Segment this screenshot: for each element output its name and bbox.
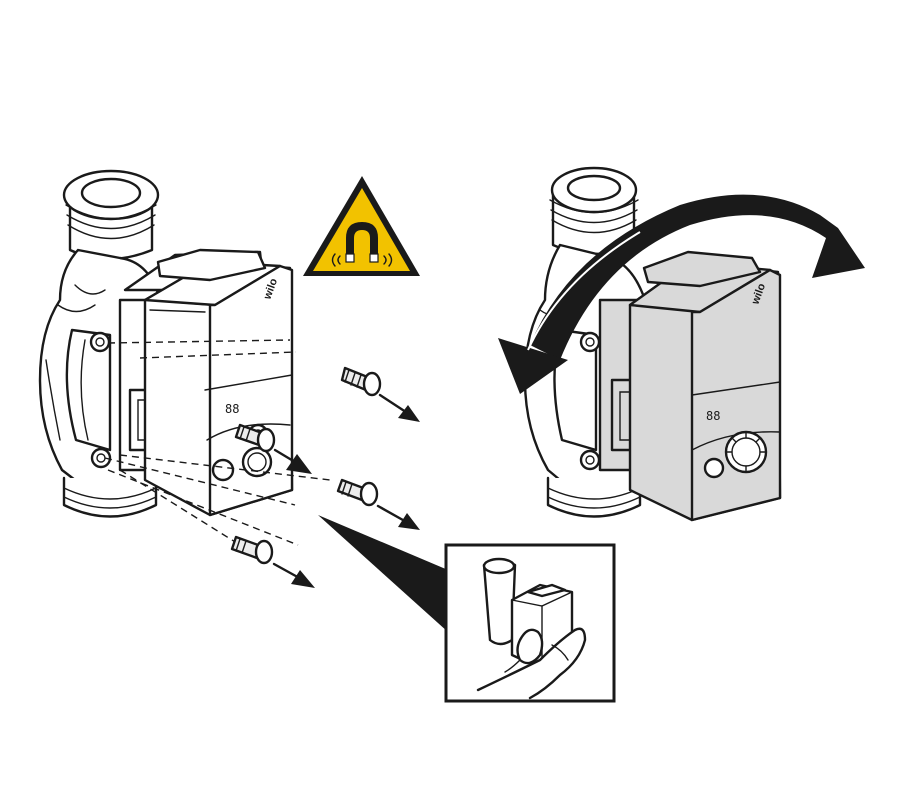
detail-inset (444, 543, 616, 703)
left-screw-axes (104, 339, 331, 546)
left-top-flange (62, 169, 160, 261)
screw-middle (234, 423, 276, 453)
screw-arrow-bottom (272, 562, 315, 588)
right-pump: wilo 88 (523, 166, 782, 522)
screw-arrow-right (376, 504, 420, 530)
screw-right (336, 478, 379, 507)
screw-top (340, 366, 382, 397)
right-top-flange (549, 166, 639, 256)
left-bottom-flange (62, 476, 158, 518)
screw-arrow-top (378, 393, 420, 422)
left-display: 88 (225, 402, 239, 416)
left-electronics-module: wilo 88 (143, 248, 294, 517)
right-bottom-flange (546, 476, 642, 518)
removed-screws (230, 366, 420, 588)
callout-pointer (318, 515, 448, 632)
magnet-warning-icon (303, 176, 420, 276)
rotate-arrow-icon (498, 194, 865, 394)
left-pump: wilo 88 (38, 169, 331, 546)
right-display: 88 (706, 409, 720, 423)
screw-arrow-middle (273, 448, 312, 474)
screw-bottom (230, 535, 274, 565)
right-electronics-module: wilo 88 (628, 250, 782, 522)
